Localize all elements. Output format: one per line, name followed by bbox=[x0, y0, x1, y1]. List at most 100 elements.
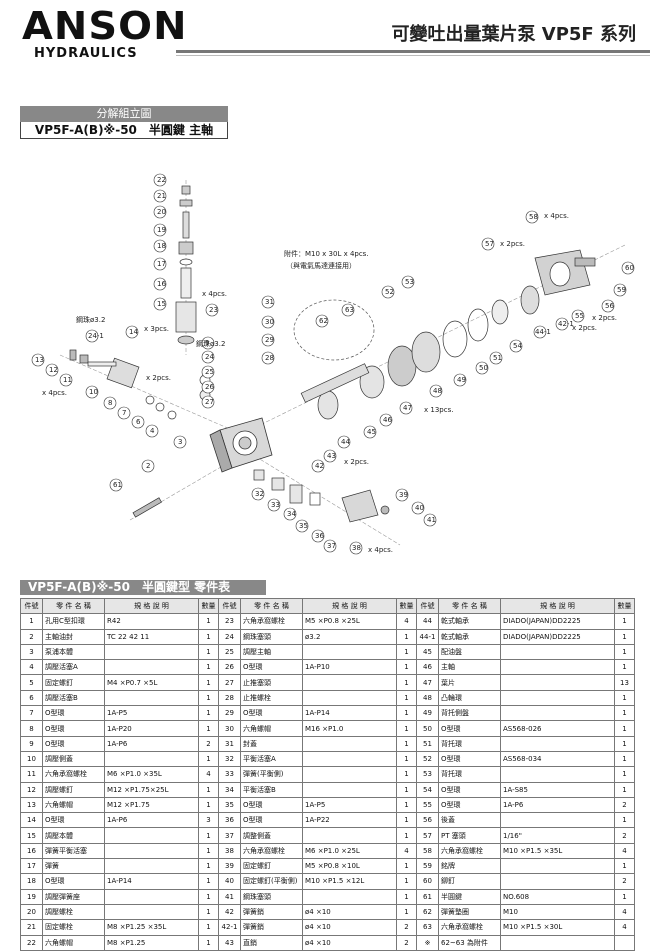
part-qty: 1 bbox=[198, 796, 219, 814]
part-name: 調壓側蓋 bbox=[42, 750, 105, 768]
svg-text:29: 29 bbox=[265, 336, 274, 344]
title-rule bbox=[176, 50, 650, 53]
callout-qty: x 2pcs. bbox=[592, 314, 617, 322]
brand-logo: ANSON bbox=[22, 4, 188, 48]
svg-text:50: 50 bbox=[479, 364, 488, 372]
part-qty: 1 bbox=[396, 705, 417, 722]
part-qty: 4 bbox=[614, 842, 635, 860]
part-name: 彈簧銷 bbox=[240, 919, 303, 936]
svg-text:61: 61 bbox=[113, 481, 122, 489]
part-name: 調壓螺釘 bbox=[42, 781, 105, 798]
part-qty: 1 bbox=[198, 919, 219, 936]
parts-table: 件號 零 件 名 稱 規 格 說 明 數量 件號 零 件 名 稱 規 格 說 明… bbox=[20, 597, 635, 951]
part-number: 39 bbox=[218, 858, 241, 875]
svg-text:19: 19 bbox=[157, 226, 166, 234]
part-number: 30 bbox=[218, 720, 241, 737]
part-spec bbox=[302, 827, 397, 844]
svg-text:37: 37 bbox=[327, 542, 336, 550]
steel-ball-label: 鋼珠ø3.2 bbox=[76, 315, 105, 324]
part-spec: 1/16" bbox=[500, 827, 615, 844]
part-name: 後蓋 bbox=[438, 812, 501, 829]
svg-text:28: 28 bbox=[265, 354, 274, 362]
part-qty: 1 bbox=[198, 628, 219, 645]
part-name: O型環 bbox=[438, 781, 501, 798]
part-qty: 1 bbox=[396, 796, 417, 814]
part-qty bbox=[614, 934, 635, 951]
part-name: 六角承窩螺栓 bbox=[438, 919, 501, 936]
callout-qty: x 2pcs. bbox=[500, 240, 525, 248]
part-spec: DIADO(JAPAN)DD2225 bbox=[500, 628, 615, 645]
part-qty: 1 bbox=[198, 613, 219, 630]
part-spec bbox=[302, 674, 397, 691]
part-number: 12 bbox=[20, 781, 43, 798]
callout-qty: x 4pcs. bbox=[544, 212, 569, 220]
part-name: 調壓螺栓 bbox=[42, 903, 105, 921]
svg-text:53: 53 bbox=[405, 278, 414, 286]
svg-text:49: 49 bbox=[457, 376, 466, 384]
svg-text:44-1: 44-1 bbox=[535, 328, 551, 336]
part-spec: 1A-P22 bbox=[302, 812, 397, 829]
callout-qty: x 2pcs. bbox=[344, 458, 369, 466]
svg-text:60: 60 bbox=[625, 264, 634, 272]
part-spec bbox=[500, 812, 615, 829]
part-number: 52 bbox=[416, 750, 439, 768]
svg-text:55: 55 bbox=[575, 312, 584, 320]
svg-text:42-1: 42-1 bbox=[558, 320, 574, 328]
part-qty: 1 bbox=[614, 689, 635, 707]
svg-text:48: 48 bbox=[433, 387, 442, 395]
svg-text:62: 62 bbox=[319, 317, 328, 325]
part-spec: M12 ×P1.75 bbox=[104, 796, 199, 814]
part-spec bbox=[500, 934, 615, 951]
part-name: 背托側盤 bbox=[438, 705, 501, 722]
part-number: 43 bbox=[218, 934, 241, 951]
part-spec bbox=[104, 827, 199, 844]
part-name: 銘牌 bbox=[438, 858, 501, 875]
part-name: 彈簧平衡活塞 bbox=[42, 842, 105, 860]
part-number: 42 bbox=[218, 903, 241, 921]
part-spec bbox=[302, 689, 397, 707]
part-spec bbox=[500, 858, 615, 875]
part-qty: 1 bbox=[198, 827, 219, 844]
part-number: 42-1 bbox=[218, 919, 241, 936]
part-name: 泵浦本體 bbox=[42, 643, 105, 661]
part-number: 58 bbox=[416, 842, 439, 860]
svg-text:45: 45 bbox=[367, 428, 376, 436]
part-spec bbox=[500, 674, 615, 691]
svg-text:63: 63 bbox=[345, 306, 354, 314]
part-number: 62 bbox=[416, 903, 439, 921]
part-qty: 2 bbox=[614, 827, 635, 844]
part-spec: M16 ×P1.0 bbox=[302, 720, 397, 737]
svg-text:34: 34 bbox=[287, 510, 296, 518]
part-spec: 1A-P6 bbox=[500, 796, 615, 814]
part-name: 乾式軸承 bbox=[438, 628, 501, 645]
part-spec bbox=[500, 705, 615, 722]
part-name: 孔用C型扣環 bbox=[42, 613, 105, 630]
part-spec bbox=[104, 643, 199, 661]
part-qty: 1 bbox=[396, 873, 417, 890]
part-qty: 4 bbox=[614, 919, 635, 936]
part-qty: 1 bbox=[614, 858, 635, 875]
part-spec: AS568-026 bbox=[500, 720, 615, 737]
svg-text:20: 20 bbox=[157, 208, 166, 216]
part-qty: 1 bbox=[396, 659, 417, 676]
part-name: 彈簧墊圈 bbox=[438, 903, 501, 921]
parts-table-header: 件號 零 件 名 稱 規 格 說 明 數量 件號 零 件 名 稱 規 格 說 明… bbox=[20, 597, 635, 615]
part-spec bbox=[104, 842, 199, 860]
part-qty: 1 bbox=[396, 827, 417, 844]
callout-qty: x 4pcs. bbox=[368, 546, 393, 554]
part-spec bbox=[104, 689, 199, 707]
part-qty: 1 bbox=[614, 888, 635, 905]
part-name: O型環 bbox=[438, 750, 501, 768]
part-number: 19 bbox=[20, 888, 43, 905]
svg-text:12: 12 bbox=[49, 366, 58, 374]
part-qty: 1 bbox=[396, 750, 417, 768]
part-qty: 1 bbox=[198, 643, 219, 661]
